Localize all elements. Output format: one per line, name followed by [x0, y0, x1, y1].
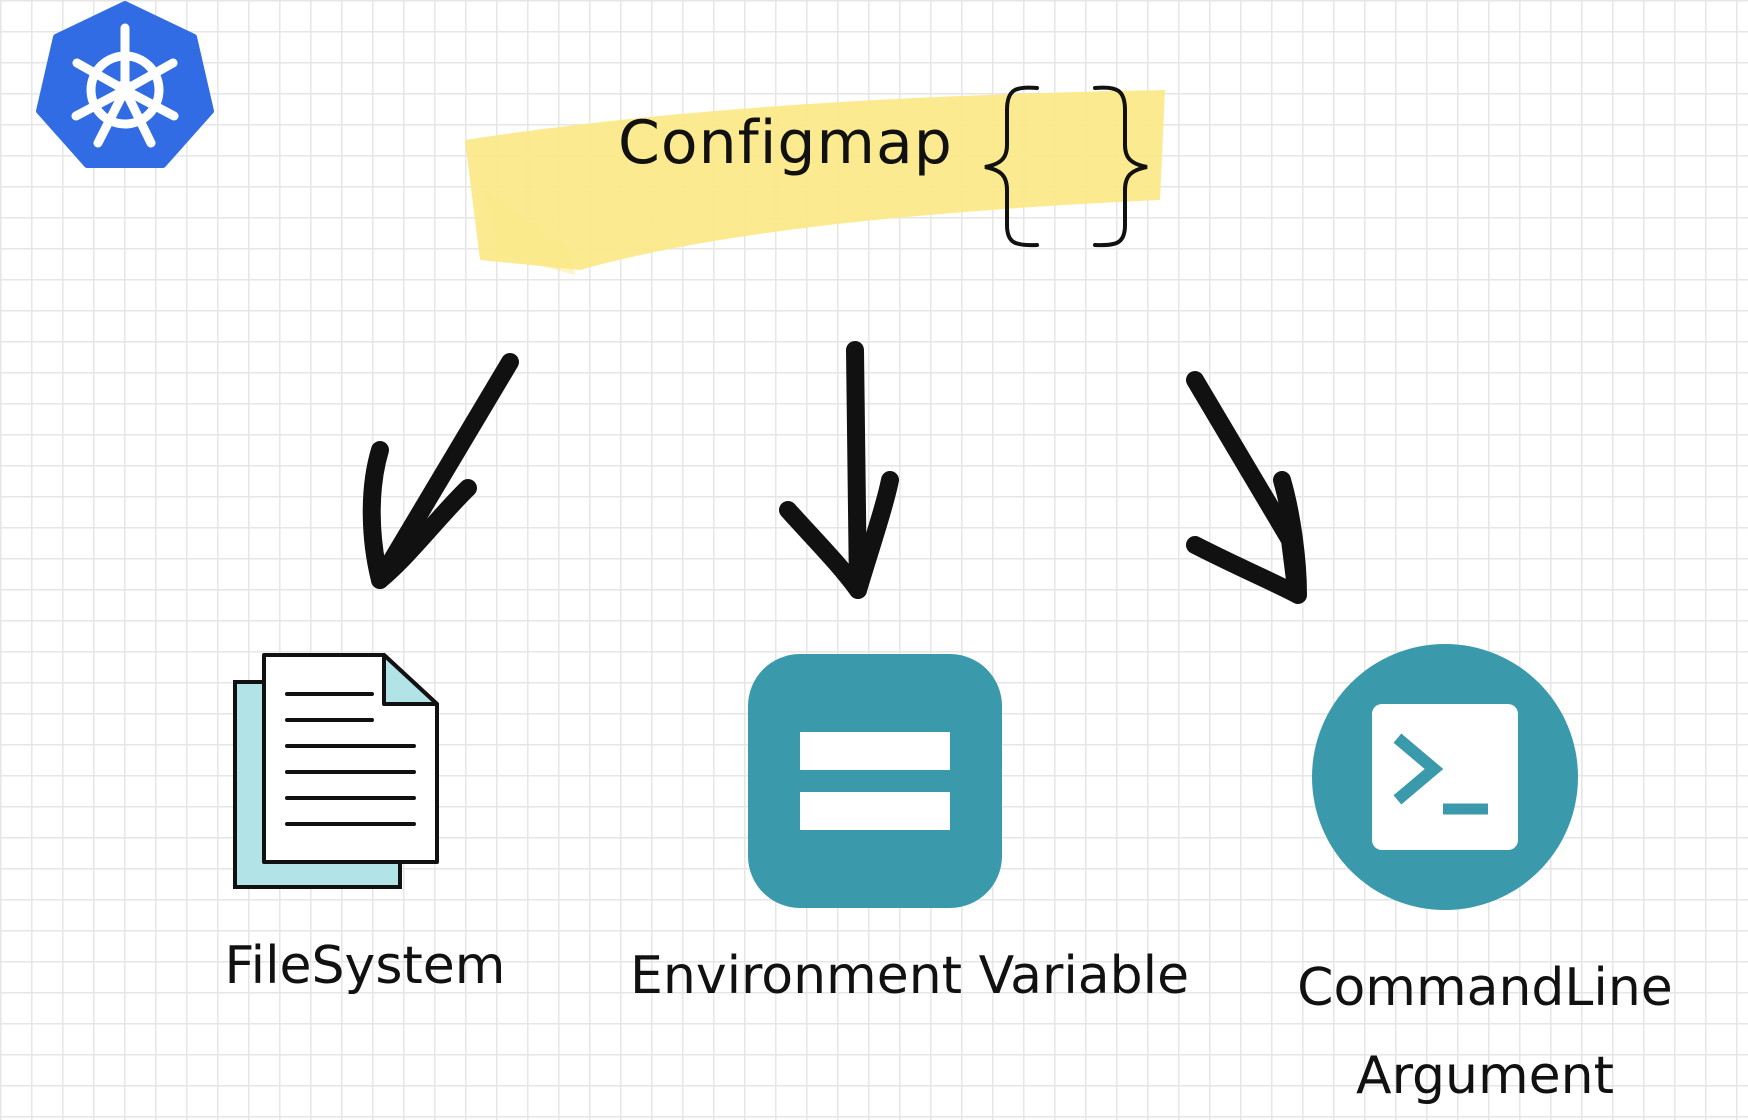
- document-icon: [233, 653, 439, 889]
- equals-icon: [748, 654, 1002, 908]
- arrow-to-environment-variable: [779, 341, 899, 599]
- curly-braces-icon: [984, 85, 1148, 248]
- environment-variable-label: Environment Variable: [630, 946, 1190, 1006]
- commandline-argument-label: CommandLine Argument: [1297, 958, 1673, 1106]
- arrow-to-commandline-argument: [1186, 371, 1307, 604]
- title-highlight: [465, 90, 1165, 275]
- terminal-icon: [1312, 644, 1578, 910]
- kubernetes-logo-icon: [36, 1, 214, 168]
- arrow-to-filesystem: [362, 353, 519, 589]
- diagram-title: Configmap: [618, 108, 953, 178]
- filesystem-label: FileSystem: [224, 936, 506, 996]
